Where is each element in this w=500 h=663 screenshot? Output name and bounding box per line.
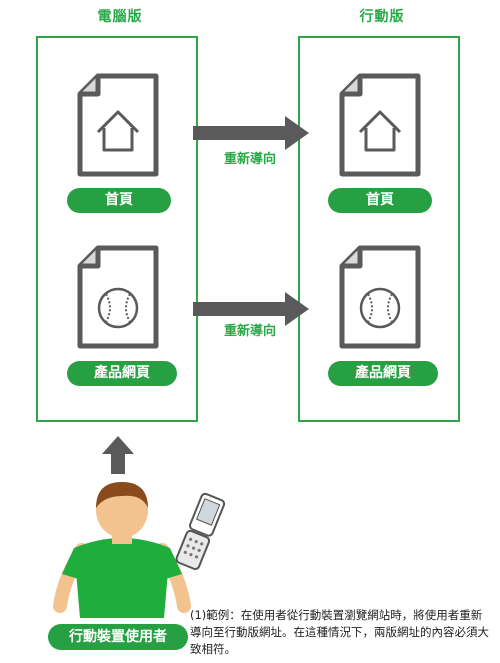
mobile-home-label: 首頁	[328, 188, 432, 213]
mobile-user-label: 行動裝置使用者	[48, 624, 188, 650]
right-arrow-icon	[193, 116, 309, 150]
person-icon	[53, 482, 191, 618]
desktop-product-label: 產品網頁	[67, 361, 177, 386]
baseball-page-icon	[77, 245, 159, 349]
desktop-title: 電腦版	[97, 9, 143, 25]
desktop-home-label: 首頁	[67, 188, 171, 213]
flip-phone-icon	[175, 492, 226, 571]
mobile-title: 行動版	[359, 9, 405, 25]
home-page-icon	[77, 73, 159, 177]
redirect-label-bottom: 重新導向	[223, 324, 276, 339]
redirect-label-top: 重新導向	[223, 152, 276, 167]
baseball-page-icon	[339, 245, 421, 349]
right-arrow-icon	[193, 292, 309, 326]
mobile-product-label: 產品網頁	[328, 361, 438, 386]
caption: (1)範例：在使用者從行動裝置瀏覽網站時，將使用者重新導向至行動版網址。在這種情…	[190, 608, 489, 656]
home-page-icon	[339, 73, 421, 177]
up-arrow-icon	[102, 436, 134, 474]
